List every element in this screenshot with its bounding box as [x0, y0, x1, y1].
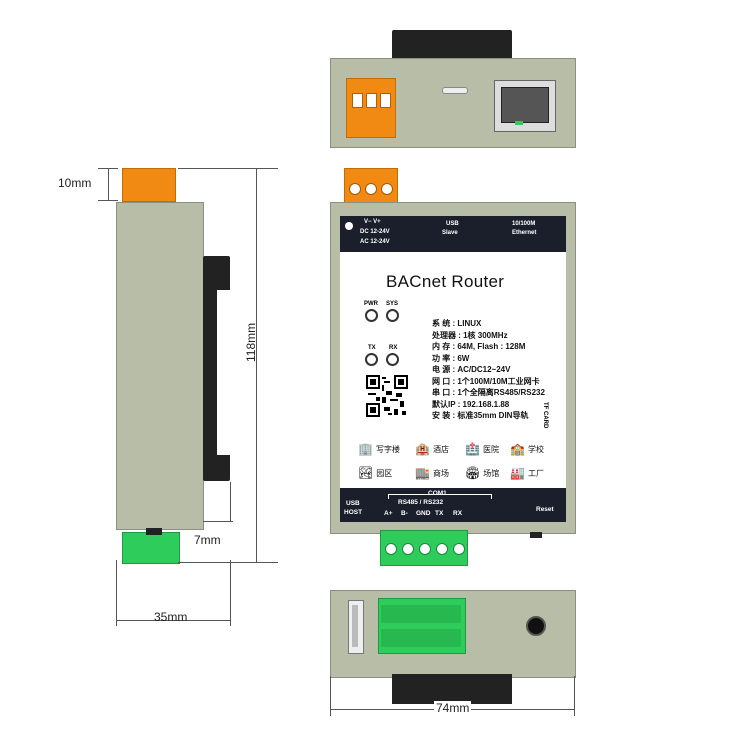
eth-label-2: Ethernet: [512, 230, 537, 236]
sys-led-icon: [386, 309, 399, 322]
sys-led-label: SYS: [386, 301, 399, 307]
bottom-com-terminal: [378, 598, 466, 654]
pin-rx-label: RX: [453, 510, 463, 517]
spec-power: 功 率 : 6W: [432, 353, 470, 363]
dc-label: DC 12-24V: [360, 229, 390, 235]
front-label-area: BACnet Router PWR SYS TX RX 系 统 : LINUX: [340, 252, 566, 488]
app-hotel: 🏨 酒店: [415, 442, 449, 456]
bottom-usb-host-port: [348, 600, 364, 654]
mall-icon: 🏬: [415, 466, 430, 480]
ac-label: AC 12-24V: [360, 239, 390, 245]
side-view: 10mm 118mm 7mm 35mm: [0, 0, 320, 640]
side-housing: [116, 202, 204, 530]
pin-tx-label: TX: [435, 510, 444, 517]
park-icon: 🏞: [358, 466, 374, 480]
power-polarity-label: V− V+: [364, 219, 381, 225]
com1-bracket: [388, 494, 492, 499]
spec-cpu: 处理器 : 1核 300MHz: [432, 330, 508, 340]
pin-a-label: A+: [384, 510, 393, 517]
spec-serial: 串 口 : 1个全隔离RS485/RS232: [432, 388, 545, 397]
qr-code: [366, 375, 408, 417]
usb-slave-label-1: USB: [446, 221, 459, 227]
rx-led-label: RX: [389, 345, 398, 351]
office-building-icon: 🏢: [358, 442, 373, 456]
pwr-led-label: PWR: [364, 301, 378, 307]
tx-led-icon: [365, 353, 378, 366]
dim-body-height: 118mm: [244, 322, 258, 362]
factory-icon: 🏭: [510, 466, 525, 480]
hotel-icon: 🏨: [415, 442, 430, 456]
reset-button: [530, 532, 542, 538]
app-hospital: 🏥 医院: [465, 442, 499, 456]
front-top-panel: V− V+ DC 12-24V AC 12-24V USB Slave 10/1…: [340, 216, 566, 252]
hospital-icon: 🏥: [465, 442, 480, 456]
side-com-terminal: [122, 532, 180, 564]
side-rail-slot: [217, 290, 230, 455]
bottom-rail-clip: [392, 674, 512, 704]
spec-install: 安 装 : 标准35mm DIN导轨: [432, 411, 529, 420]
tf-card-label: TF CARD: [542, 402, 548, 429]
dim-side-width: 35mm: [154, 610, 188, 624]
rx-led-icon: [386, 353, 399, 366]
spec-network: 网 口 : 1个100M/10M工业网卡: [432, 376, 540, 386]
app-factory: 🏭 工厂: [510, 466, 544, 480]
spec-supply: 电 源 : AC/DC12~24V: [432, 365, 511, 374]
device-title: BACnet Router: [386, 272, 505, 291]
com1-mode-label: RS485 / RS232: [398, 499, 444, 506]
app-mall: 🏬 商场: [415, 466, 449, 480]
school-icon: 🏫: [510, 442, 525, 456]
top-usb-slave-port: [442, 87, 468, 94]
app-school: 🏫 学校: [510, 442, 544, 456]
tx-led-label: TX: [368, 345, 376, 351]
app-stadium: 🏟 场馆: [465, 466, 500, 480]
app-office-building: 🏢 写字楼: [358, 442, 400, 456]
bottom-reset-hole: [526, 616, 546, 636]
stadium-icon: 🏟: [465, 466, 481, 480]
front-view: V− V+ DC 12-24V AC 12-24V USB Slave 10/1…: [330, 166, 576, 566]
top-view: [330, 30, 576, 148]
com1-label: COM1: [428, 490, 447, 497]
spec-list: 系 统 : LINUX 处理器 : 1核 300MHz 内 存 : 64M, F…: [432, 318, 545, 422]
pin-gnd-label: GND: [416, 510, 431, 517]
ground-icon: [345, 222, 353, 230]
reset-label: Reset: [536, 506, 554, 513]
dim-front-width: 74mm: [434, 701, 472, 715]
spec-os: 系 统 : LINUX: [432, 319, 482, 328]
front-com-terminal: [380, 530, 468, 566]
eth-label-1: 10/100M: [512, 221, 536, 227]
pwr-led-icon: [365, 309, 378, 322]
top-ethernet-port: [494, 80, 556, 132]
app-park: 🏞 园区: [358, 466, 393, 480]
spec-default-ip: 默认IP : 192.168.1.88: [432, 399, 510, 409]
dim-terminal-height: 10mm: [58, 176, 92, 190]
usb-host-label-2: HOST: [344, 509, 363, 516]
dim-rail-depth: 7mm: [194, 533, 221, 547]
spec-memory: 内 存 : 64M, Flash : 128M: [432, 342, 526, 351]
front-power-terminal: [344, 168, 398, 206]
pin-b-label: B-: [401, 510, 408, 517]
bottom-view: 74mm: [330, 590, 576, 720]
side-power-terminal: [122, 168, 176, 202]
top-power-terminal: [346, 78, 396, 138]
usb-host-label-1: USB: [346, 500, 360, 507]
front-bottom-panel: USB HOST COM1 RS485 / RS232 A+ B- GND TX…: [340, 488, 566, 522]
side-foot: [146, 528, 162, 535]
usb-slave-label-2: Slave: [442, 230, 458, 236]
